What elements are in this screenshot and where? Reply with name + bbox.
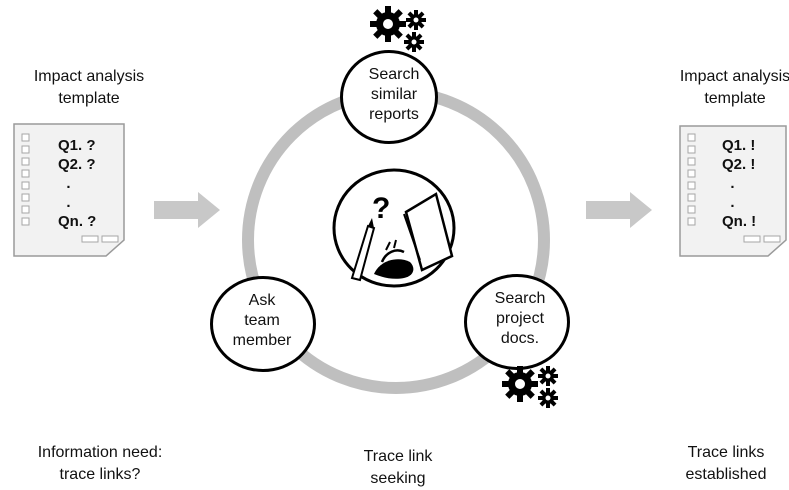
question-line: Q2. ! [722,156,756,173]
right-template-document-icon [679,125,787,257]
right-template-title: Impact analysis template [679,68,789,107]
question-line: Q1. ! [722,137,756,154]
caption-trace-link-seeking: Trace link seeking [363,448,433,487]
node-label: Ask team member [232,292,292,349]
question-line: Qn. ! [722,213,757,230]
svg-text:?: ? [372,192,390,225]
left-template-title: Impact analysis template [33,68,145,107]
right-template-questions: Q1. ! Q2. ! . . Qn. ! [722,136,756,231]
thinking-person-icon: ? [332,168,456,288]
question-line: . [722,175,735,192]
left-template-document-icon [13,123,125,257]
question-line: . [58,175,71,192]
gears-icon [502,366,558,408]
caption-information-need: Information need: trace links? [37,444,163,483]
arrow-right-icon [154,192,220,228]
gears-icon [370,6,426,52]
left-template-questions: Q1. ? Q2. ? . . Qn. ? [58,136,96,231]
question-line: Q2. ? [58,156,96,173]
question-line: . [722,194,735,211]
question-line: . [58,194,71,211]
question-line: Q1. ? [58,137,96,154]
caption-trace-links-established: Trace links established [685,444,767,483]
node-label: Search project docs. [494,290,546,347]
node-search-project-docs [464,274,570,370]
node-label: Search similar reports [368,66,420,123]
question-line: Qn. ? [58,213,97,230]
node-ask-team-member [210,276,316,372]
arrow-right-icon [586,192,652,228]
node-search-similar-reports [340,50,438,144]
